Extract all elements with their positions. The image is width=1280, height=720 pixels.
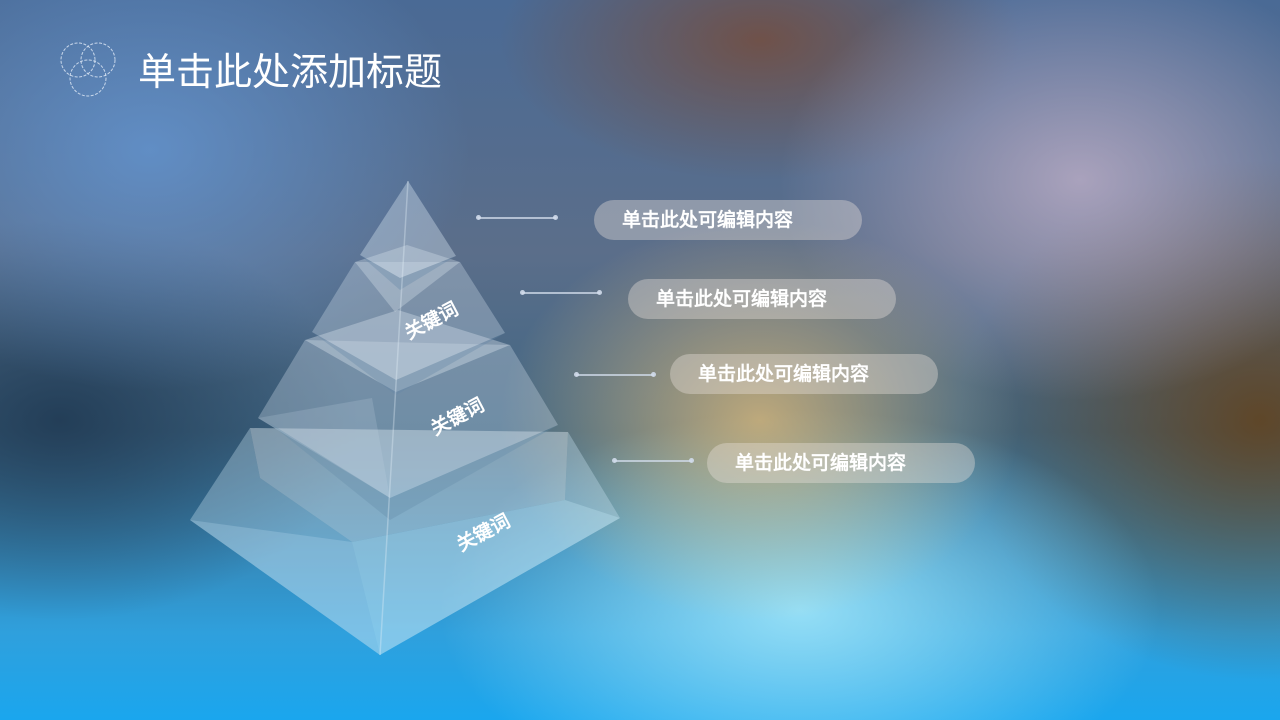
pyramid-tier-2	[312, 262, 505, 380]
overlapping-circles-icon	[60, 42, 116, 97]
pyramid-tier-1	[360, 181, 456, 278]
connector-line-4	[612, 458, 694, 463]
content-pill-2[interactable]: 单击此处可编辑内容	[628, 279, 896, 319]
content-pill-3[interactable]: 单击此处可编辑内容	[670, 354, 938, 394]
content-pill-1[interactable]: 单击此处可编辑内容	[594, 200, 862, 240]
content-pill-4[interactable]: 单击此处可编辑内容	[707, 443, 975, 483]
slide-title[interactable]: 单击此处添加标题	[138, 50, 443, 94]
connector-line-3	[574, 372, 656, 377]
connector-line-2	[520, 290, 602, 295]
connector-line-1	[476, 215, 558, 220]
pyramid-tier-3	[258, 340, 558, 498]
pyramid-tier-4	[190, 428, 620, 655]
